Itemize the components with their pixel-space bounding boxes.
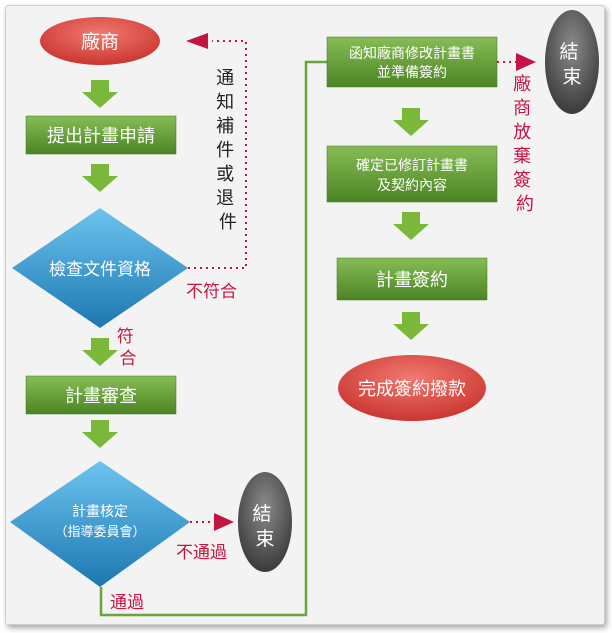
confirm-revision-box [326, 145, 498, 203]
down-arrow [393, 212, 429, 240]
end-oval-left [238, 472, 292, 572]
abandon-arrow-head [516, 53, 536, 71]
vendor-oval [40, 17, 160, 65]
approve-label-line2: （指導委員會） [54, 525, 145, 540]
plan-review-label: 計畫審查 [65, 386, 137, 407]
submit-plan-box [25, 115, 177, 155]
not-pass-label: 不通過 [176, 543, 227, 563]
sign-plan-box [336, 257, 488, 301]
vertical-char: 放 [513, 122, 531, 143]
notify-vendor-box [326, 36, 498, 88]
vendor-label: 廠商 [81, 30, 119, 53]
vertical-char: 商 [513, 98, 531, 119]
complete-oval [338, 355, 486, 421]
check-docs-label: 檢查文件資格 [49, 260, 151, 280]
approve-label-line1: 計畫核定 [72, 504, 128, 520]
notify-label-line1: 函知廠商修改計畫書 [349, 45, 475, 62]
vertical-char: 符 [117, 327, 134, 347]
pass-label: 通過 [110, 593, 144, 613]
down-arrow [82, 164, 118, 192]
vertical-char: 件 [219, 212, 237, 233]
vertical-char: 約 [516, 194, 534, 215]
vertical-char: 合 [120, 349, 137, 369]
end-oval-right [545, 10, 599, 114]
plan-review-box [25, 375, 177, 415]
notify-supplement-label: 通 知 補 件 或 退 件 [216, 68, 240, 233]
notify-label-line2: 並準備簽約 [377, 64, 447, 81]
down-arrow [393, 108, 429, 136]
approve-diamond [10, 461, 190, 587]
end-right-label: 結 束 [559, 41, 584, 88]
down-arrow [82, 420, 118, 448]
return-arrow-head [186, 33, 208, 49]
vertical-char: 棄 [513, 146, 531, 167]
vertical-char: 件 [216, 140, 234, 161]
conform-label: 符 合 [117, 327, 139, 369]
vendor-abandon-label: 廠 商 放 棄 簽 約 [513, 73, 537, 215]
confirm-label-line1: 確定已修訂計畫書 [356, 158, 468, 174]
not-pass-arrow-head [214, 513, 234, 531]
vertical-char: 退 [216, 188, 234, 209]
sign-plan-label: 計畫簽約 [376, 270, 448, 291]
confirm-label-line2: 及契約內容 [377, 177, 447, 194]
down-arrow [82, 338, 118, 366]
vertical-char: 通 [216, 68, 234, 89]
vertical-char: 知 [216, 92, 234, 113]
complete-label: 完成簽約撥款 [358, 379, 466, 400]
down-arrow [393, 312, 429, 340]
end-left-char: 結 [252, 503, 271, 525]
down-arrow [82, 80, 118, 108]
end-right-char: 結 [559, 41, 578, 63]
vertical-char: 簽 [513, 170, 531, 191]
check-docs-diamond [12, 208, 188, 328]
vertical-char: 補 [216, 116, 234, 137]
end-left-label: 結 束 [252, 503, 277, 550]
vertical-char: 廠 [513, 73, 531, 95]
end-left-char: 束 [255, 528, 274, 550]
not-conform-label: 不符合 [186, 282, 237, 302]
pass-connector-line [99, 60, 330, 617]
return-dotted-line [188, 40, 247, 269]
end-right-char: 束 [562, 66, 581, 88]
submit-plan-label: 提出計畫申請 [47, 126, 155, 147]
vertical-char: 或 [216, 164, 234, 185]
